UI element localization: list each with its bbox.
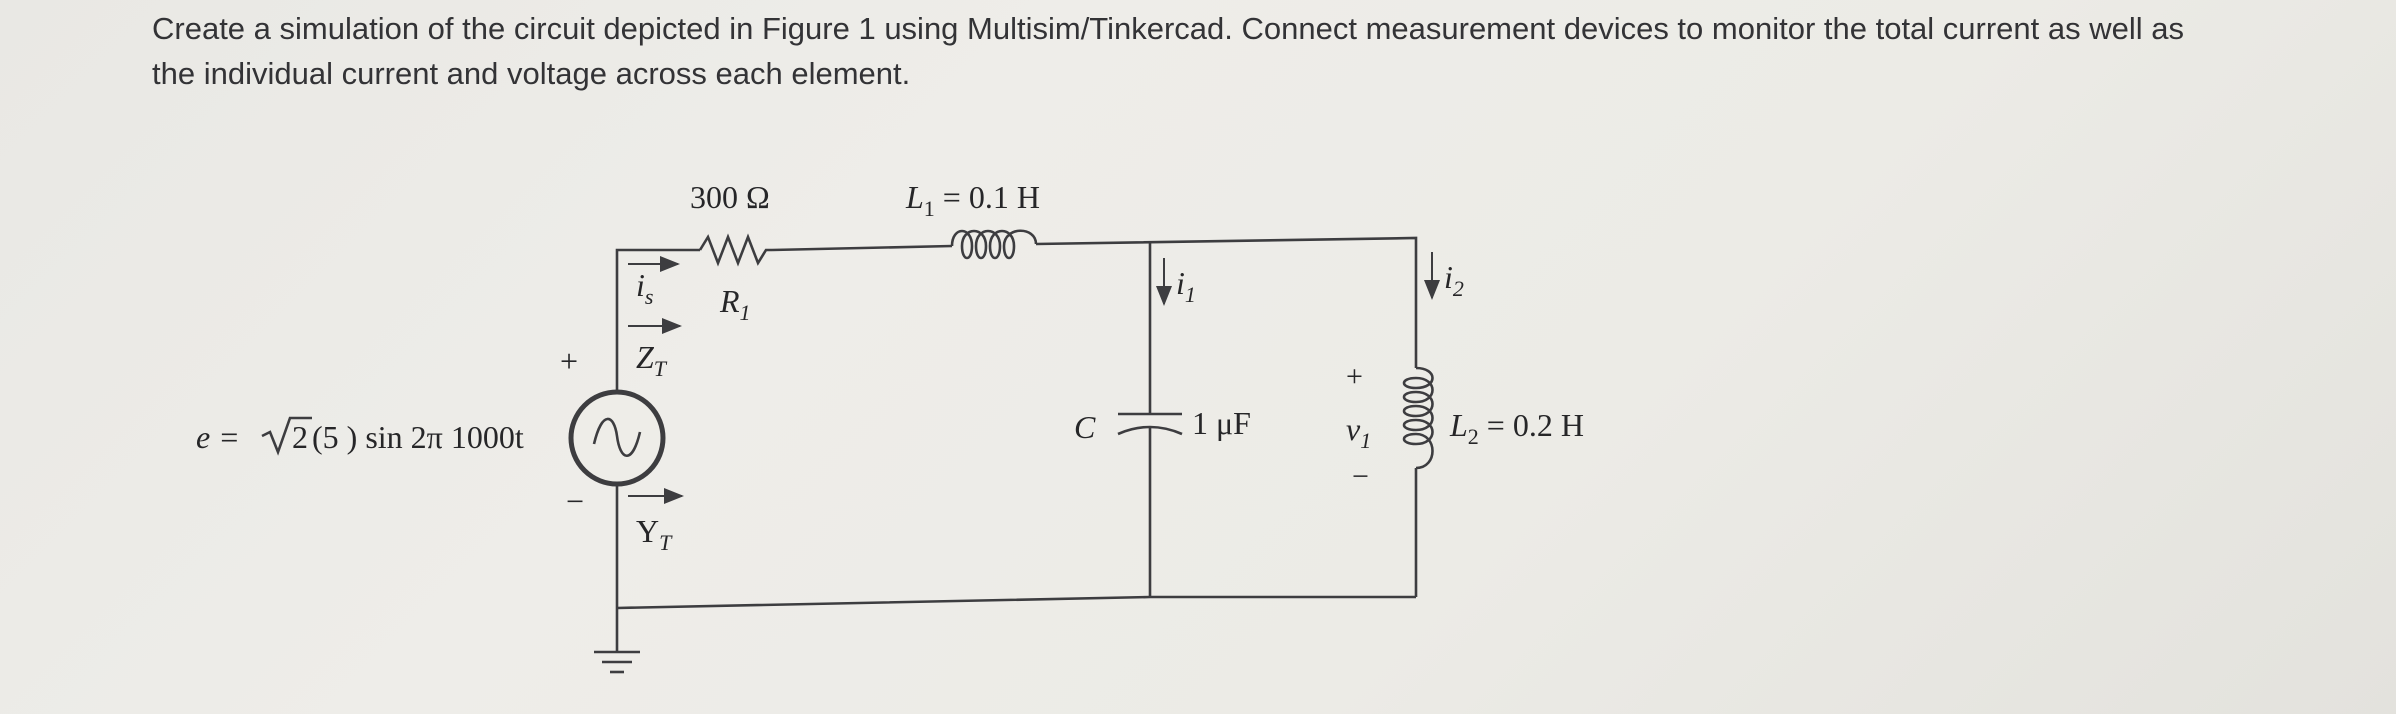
circuit-wires [615, 236, 1418, 652]
capacitor-value: 1 μF [1192, 405, 1251, 441]
i1-label: i1 [1176, 265, 1196, 307]
inductor-l1-symbol [950, 229, 1038, 260]
source-minus-sign: − [566, 483, 584, 519]
i2-label: i2 [1444, 259, 1464, 301]
wire-bottom [616, 595, 1416, 610]
v1-plus-sign: + [1346, 360, 1363, 393]
problem-line-1: Create a simulation of the circuit depic… [152, 11, 2184, 46]
wire-r1-to-l1 [771, 244, 953, 252]
source-plus-sign: + [560, 343, 578, 379]
sqrt-symbol [261, 416, 312, 456]
zt-label: ZT [636, 339, 668, 381]
inductor-l2-symbol [1402, 366, 1434, 470]
is-label: is [636, 267, 653, 309]
v1-label: v1 [1346, 411, 1371, 453]
resistor-value: 300 Ω [690, 179, 770, 215]
problem-statement: Create a simulation of the circuit depic… [152, 6, 2382, 96]
yt-label: YT [636, 513, 673, 555]
equation-root-value: 2 [292, 419, 308, 455]
problem-line-2: the individual current and voltage acros… [152, 56, 911, 91]
equation-suffix: (5 ) sin 2π 1000t [312, 419, 524, 455]
resistor-name: R1 [719, 283, 751, 325]
wire-top-left [615, 248, 700, 438]
equation-prefix: e = [196, 419, 240, 455]
inductor-l2-label: L2 = 0.2 H [1449, 407, 1584, 449]
ground-symbol [594, 650, 640, 674]
inductor-l1-label: L1 = 0.1 H [905, 179, 1040, 221]
capacitor-name: C [1074, 409, 1096, 445]
ac-source-symbol [568, 389, 666, 487]
wire-top-right [1035, 236, 1418, 368]
v1-minus-sign: − [1352, 460, 1369, 493]
capacitor-plate-bottom [1117, 425, 1183, 436]
source-equation: e = 2 (5 ) sin 2π 1000t [196, 416, 524, 456]
resistor-r1-symbol [698, 233, 772, 267]
